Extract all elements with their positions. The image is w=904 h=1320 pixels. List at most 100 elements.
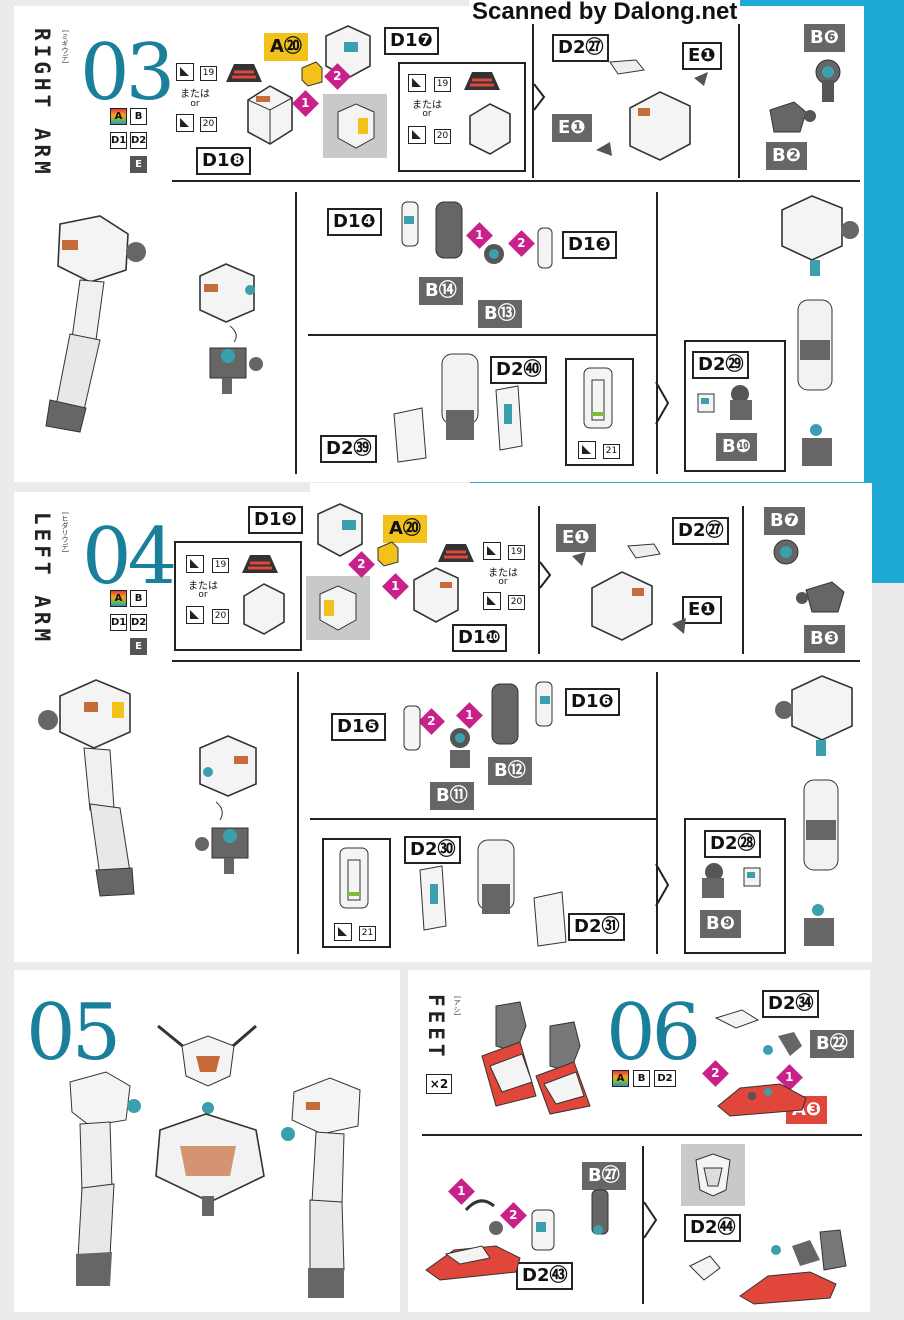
quantity-badge: ×2 <box>426 1074 452 1094</box>
part-label-d227: D2㉗ <box>552 34 610 62</box>
page-ref-21: 21 <box>359 926 376 941</box>
nipper-icon <box>186 555 204 573</box>
nipper-icon <box>186 606 204 624</box>
watermark-text: Scanned by Dalong.net <box>469 0 741 26</box>
alt-text-or: or <box>498 577 508 587</box>
shoulder-armor-part <box>243 583 285 635</box>
assembled-arm-figure <box>775 675 853 946</box>
alt-text-jp: または <box>180 89 210 100</box>
decal-strip-icon <box>464 72 500 90</box>
part-label-a20: A⑳ <box>383 515 427 543</box>
yellow-part <box>301 61 323 87</box>
detail-part <box>337 103 375 149</box>
alt-text-jp: または <box>412 100 442 111</box>
step-03-title: RIGHT ARM <box>30 28 54 178</box>
runner-chip-e: E <box>130 156 147 173</box>
alt-text-or: or <box>190 99 200 109</box>
part-label-b10: B❿ <box>716 433 757 461</box>
armor-inner-part <box>317 503 363 557</box>
flow-chevron <box>643 1201 658 1239</box>
step-04-subtitle: [ヒダリウデ] <box>61 512 69 553</box>
part-label-d244: D2㊹ <box>684 1214 742 1242</box>
assembled-arm-figure <box>45 215 146 433</box>
flow-chevron <box>533 83 546 111</box>
part-label-b9: B❾ <box>700 910 741 938</box>
detail-part <box>695 1153 731 1197</box>
full-body-assembly-figure <box>69 1024 361 1298</box>
divider <box>656 192 658 474</box>
part-label-e1: E❶ <box>552 114 592 142</box>
page-ref-20: 20 <box>434 129 451 144</box>
step-06-title: FEET <box>424 994 448 1061</box>
detail-part <box>583 367 613 429</box>
nipper-icon <box>483 542 501 560</box>
part-label-b14: B⑭ <box>419 277 463 305</box>
part-label-d18: D1❽ <box>196 147 251 175</box>
foot-assembled-figure <box>481 1001 591 1115</box>
hand-joint-parts <box>702 863 761 898</box>
step-06-number: 06 <box>606 988 701 1078</box>
runner-chip-d2: D2 <box>130 614 147 631</box>
panel-step-04-top-strip <box>310 483 872 495</box>
divider <box>295 192 297 474</box>
nipper-icon <box>176 63 194 81</box>
shoulder-joint-part <box>773 539 845 613</box>
part-label-b3: B❸ <box>804 625 845 653</box>
yellow-part <box>377 541 399 567</box>
flow-chevron <box>539 561 552 589</box>
foot-parts <box>714 1009 807 1117</box>
part-label-b2: B❷ <box>766 142 807 170</box>
part-label-e1: E❶ <box>682 596 722 624</box>
divider <box>656 672 658 954</box>
part-label-d229: D2㉙ <box>692 351 750 379</box>
decal-strip-icon <box>226 64 262 82</box>
runner-chip-a: A <box>110 108 127 125</box>
part-label-a20: A⑳ <box>264 33 308 61</box>
foot-assembled-figure <box>689 1229 847 1305</box>
divider <box>422 1134 862 1136</box>
divider <box>297 672 299 954</box>
page-ref-21: 21 <box>603 444 620 459</box>
divider <box>738 24 740 178</box>
part-label-b11: B⑪ <box>430 782 474 810</box>
shoulder-armor-part <box>572 543 686 641</box>
nipper-icon <box>483 592 501 610</box>
runner-chip-d2: D2 <box>130 132 147 149</box>
runner-chip-a: A <box>612 1070 629 1087</box>
part-label-d17: D1❼ <box>384 27 439 55</box>
shoulder-armor-part <box>413 567 459 623</box>
divider <box>538 506 540 654</box>
alt-text-or: or <box>422 109 432 119</box>
assembled-arm-figure <box>781 195 859 466</box>
page-ref-19: 19 <box>434 77 451 92</box>
alt-text-jp: または <box>188 581 218 592</box>
elbow-parts <box>401 201 553 269</box>
part-label-b22: B㉒ <box>810 1030 854 1058</box>
assembled-arm-figure <box>38 679 135 897</box>
page-ref-19: 19 <box>212 558 229 573</box>
hand-joint-parts <box>697 385 752 420</box>
part-label-d231: D2㉛ <box>568 913 626 941</box>
part-label-d19: D1❾ <box>248 506 303 534</box>
divider <box>310 818 658 820</box>
nipper-icon <box>176 114 194 132</box>
shoulder-armor-part <box>596 59 708 161</box>
part-label-d16: D1❻ <box>565 688 620 716</box>
detail-part <box>339 847 369 909</box>
divider <box>308 334 656 336</box>
shoulder-armor-part <box>469 103 511 155</box>
step-05-number: 05 <box>26 988 121 1078</box>
part-label-b13: B⑬ <box>478 300 522 328</box>
runner-chip-d1: D1 <box>110 132 127 149</box>
page-ref-20: 20 <box>200 117 217 132</box>
part-label-d239: D2㊴ <box>320 435 378 463</box>
nipper-icon <box>408 74 426 92</box>
step-03-number: 03 <box>80 28 175 118</box>
part-label-d243: D2㊸ <box>516 1262 574 1290</box>
forearm-parts <box>419 839 567 947</box>
forearm-parts <box>393 353 523 463</box>
step-04-title: LEFT ARM <box>30 512 54 646</box>
nipper-icon <box>578 441 596 459</box>
page-ref-20: 20 <box>212 609 229 624</box>
shoulder-joint-part <box>769 59 841 133</box>
